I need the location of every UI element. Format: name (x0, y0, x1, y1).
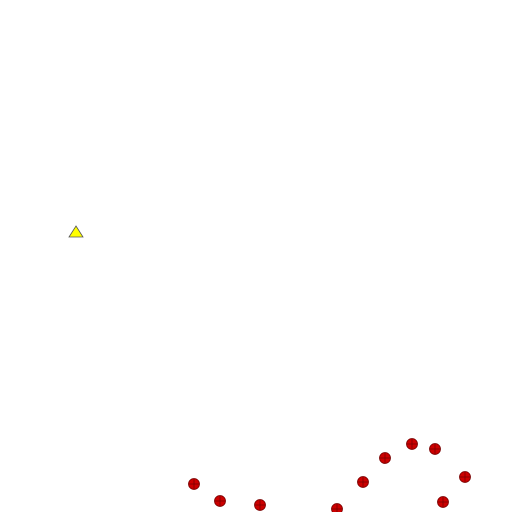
red-dot[interactable] (437, 496, 449, 508)
red-dot[interactable] (188, 478, 200, 490)
red-dot[interactable] (459, 471, 471, 483)
red-dot[interactable] (254, 499, 266, 511)
red-dot[interactable] (214, 495, 226, 507)
red-dot[interactable] (429, 443, 441, 455)
red-dot[interactable] (357, 476, 369, 488)
player-triangle[interactable] (68, 225, 84, 238)
dots-layer (188, 438, 471, 512)
red-dot[interactable] (379, 452, 391, 464)
red-dot[interactable] (331, 503, 343, 512)
red-dot[interactable] (406, 438, 418, 450)
